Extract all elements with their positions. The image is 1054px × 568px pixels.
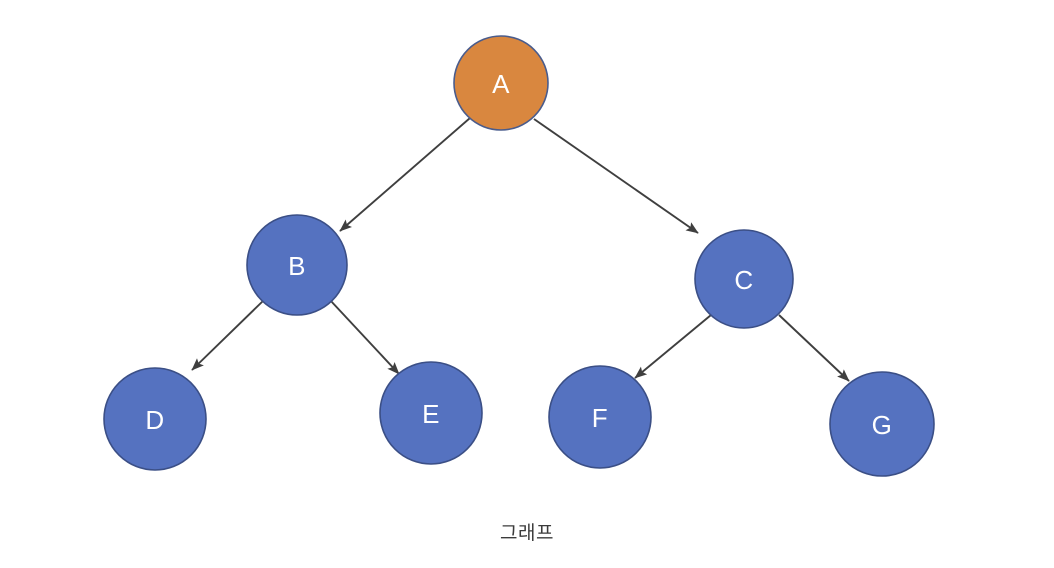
edge-b-to-d [191, 299, 265, 371]
node-d-label: D [145, 405, 164, 435]
node-f-circle[interactable] [548, 365, 652, 469]
node-e-circle[interactable] [379, 361, 483, 465]
edge-c-to-f [634, 314, 712, 379]
node-e-label: E [422, 399, 440, 429]
node-e[interactable]: E [379, 361, 483, 465]
nodes-layer: A B C D E F G [103, 35, 935, 477]
node-f[interactable]: F [548, 365, 652, 469]
node-g-label: G [872, 410, 893, 440]
node-g-circle[interactable] [829, 371, 935, 477]
edge-c-to-g [778, 314, 850, 382]
node-d[interactable]: D [103, 367, 207, 471]
node-b-label: B [288, 251, 306, 281]
node-a-label: A [492, 69, 510, 99]
node-c-circle[interactable] [694, 229, 794, 329]
edge-a-to-c [533, 118, 699, 234]
edge-b-to-e [329, 299, 400, 375]
node-a[interactable]: A [453, 35, 549, 131]
diagram-caption: 그래프 [500, 523, 554, 544]
node-c[interactable]: C [694, 229, 794, 329]
edges-layer [191, 117, 850, 382]
node-a-circle[interactable] [453, 35, 549, 131]
node-c-label: C [734, 265, 753, 295]
node-b[interactable]: B [246, 214, 348, 316]
node-b-circle[interactable] [246, 214, 348, 316]
node-d-circle[interactable] [103, 367, 207, 471]
node-g[interactable]: G [829, 371, 935, 477]
node-f-label: F [592, 403, 608, 433]
edge-a-to-b [339, 117, 471, 232]
